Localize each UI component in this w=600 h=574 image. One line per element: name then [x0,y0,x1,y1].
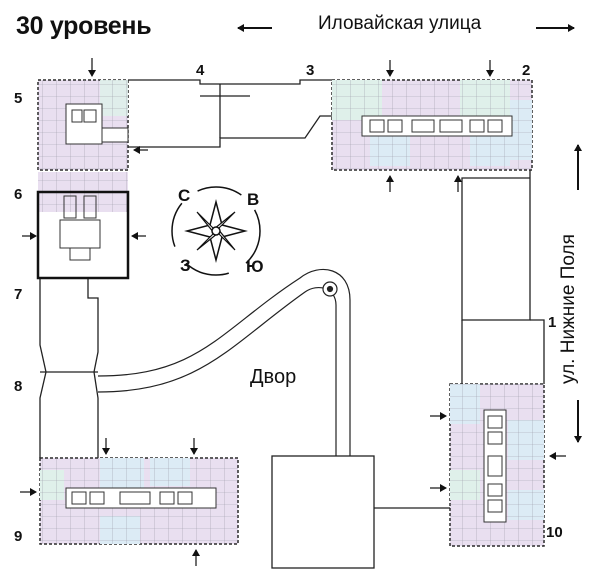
building-section-3-2 [331,79,533,171]
yard-label: Двор [250,366,297,388]
section-number-9: 9 [14,528,23,545]
section-number-6: 6 [14,186,23,203]
section-number-3: 3 [306,62,315,79]
site-outline [39,79,545,569]
compass-east-label: В [247,190,260,209]
building-section-5 [37,79,129,171]
section-number-8: 8 [14,378,23,395]
page-title: 30 уровень [16,12,152,40]
section-number-10: 10 [546,524,563,541]
building-section-10 [449,383,545,547]
building-section-6 [36,172,130,280]
compass-rose-icon [171,186,261,276]
compass-north-label: С [178,186,191,205]
section-number-1: 1 [548,314,557,331]
street-label-right: ул. Нижние Поля [558,234,579,384]
section-number-7: 7 [14,286,23,303]
section-number-2: 2 [522,62,531,79]
entrance-arrows [20,58,566,566]
compass-south-label: Ю [246,257,264,276]
walkway [97,269,351,456]
section-number-4: 4 [196,62,205,79]
building-section-9 [39,457,239,545]
compass-west-label: З [180,256,191,275]
section-number-5: 5 [14,90,23,107]
street-label-top: Иловайская улица [318,13,482,34]
